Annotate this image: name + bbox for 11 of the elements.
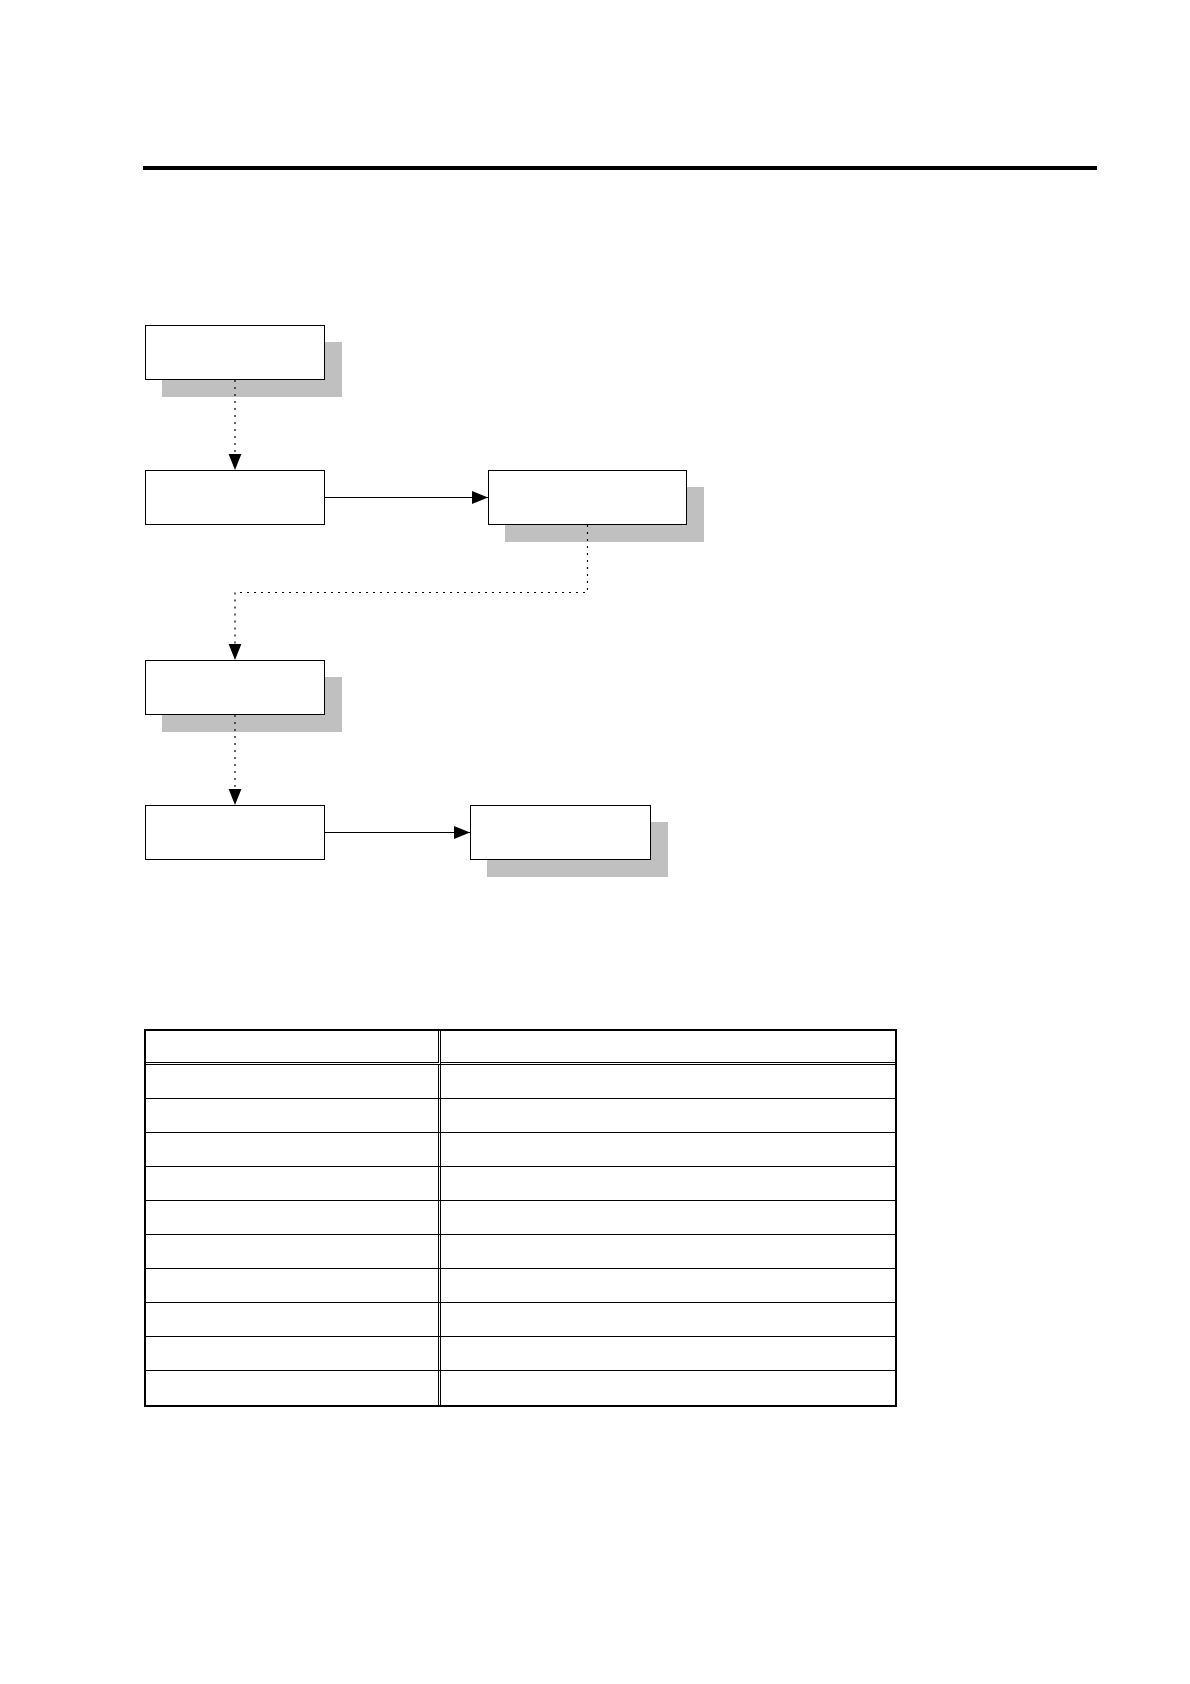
empty-box — [145, 470, 325, 525]
empty-box — [488, 470, 687, 525]
empty-box — [145, 325, 325, 380]
arrow — [324, 491, 489, 504]
empty-box — [145, 660, 325, 715]
empty-box — [470, 805, 651, 860]
arrow — [228, 379, 242, 471]
empty-box — [145, 805, 325, 860]
arrow — [228, 524, 589, 661]
arrow — [324, 826, 471, 839]
arrow — [228, 714, 242, 806]
